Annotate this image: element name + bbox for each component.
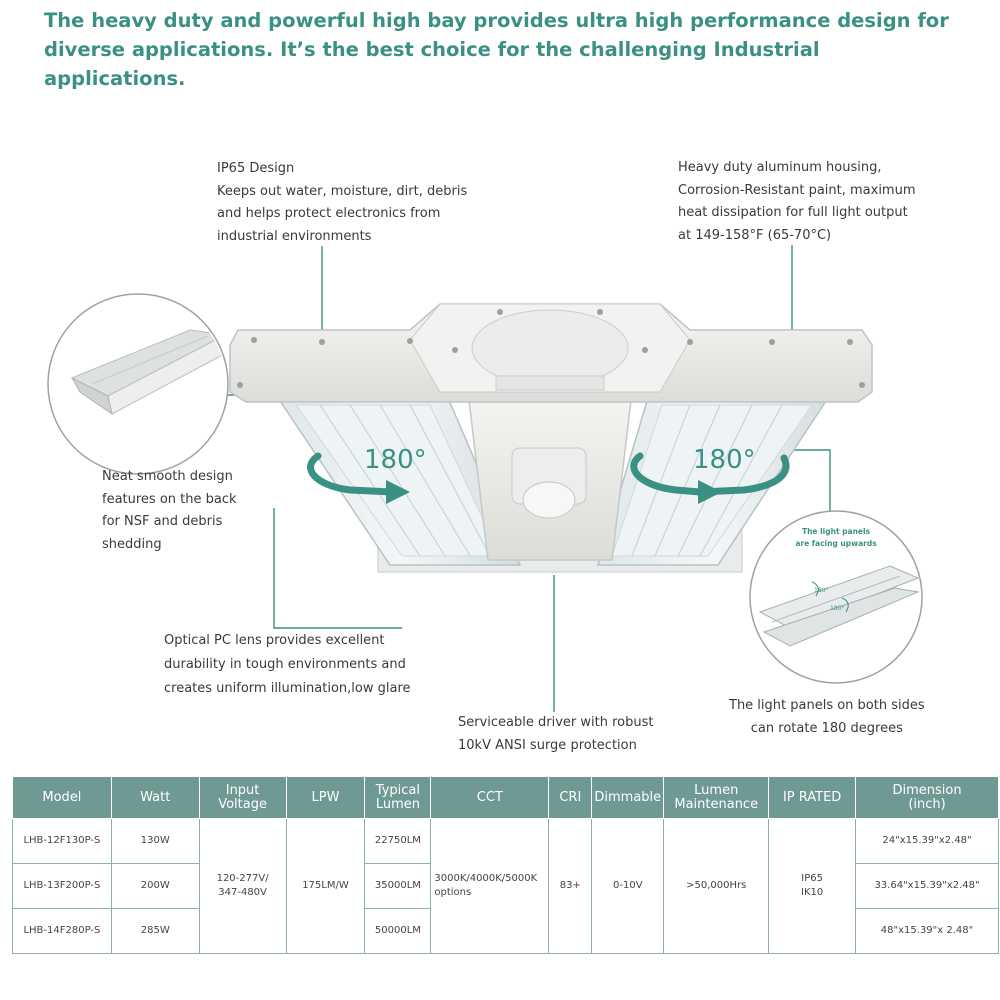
- callout-neat-line: shedding: [102, 536, 162, 552]
- cell-cct: 3000K/4000K/5000K options: [430, 818, 550, 954]
- table-row: LHB-13F200P-S 200W 35000LM 33.64"x15.39"…: [12, 863, 999, 909]
- header-input-line: Voltage: [218, 796, 267, 812]
- headline-line-2: diverse applications. It’s the best choi…: [44, 38, 820, 90]
- header-cri: CRI: [548, 776, 593, 819]
- inset-mark-1: 180°: [814, 587, 828, 594]
- cell-cct-line: options: [434, 887, 472, 898]
- inset-mark-2: 180°: [830, 605, 844, 612]
- header-dimension-line: (inch): [908, 796, 946, 812]
- cell-lpw: 175LM/W: [285, 818, 366, 954]
- callout-optical-lens: Optical PC lens provides excellent durab…: [164, 629, 411, 701]
- callout-ip65-line: industrial environments: [217, 228, 372, 244]
- callout-driver: Serviceable driver with robust 10kV ANSI…: [458, 712, 653, 757]
- header-lumen-line: Typical: [375, 782, 420, 798]
- cell-ip-rated: IP65 IK10: [768, 818, 857, 954]
- header-input-voltage: Input Voltage: [198, 776, 287, 819]
- cell-input-line: 347-480V: [218, 887, 267, 898]
- callout-ip65-line: Keeps out water, moisture, dirt, debris: [217, 183, 468, 199]
- header-maint-line: Maintenance: [674, 796, 759, 812]
- header-model: Model: [12, 776, 112, 819]
- header-ip-rated: IP RATED: [768, 776, 857, 819]
- cell-watt: 200W: [110, 863, 200, 909]
- header-input-line: Input: [225, 782, 260, 798]
- callout-panels-line: The light panels on both sides: [729, 698, 925, 713]
- cell-lumen-maintenance: >50,000Hrs: [663, 818, 770, 954]
- cell-lumen: 22750LM: [364, 818, 432, 864]
- header-dimmable: Dimmable: [591, 776, 665, 819]
- table-row: LHB-12F130P-S 130W 120-277V/ 347-480V 17…: [12, 818, 999, 954]
- header-dimension-line: Dimension: [892, 782, 962, 798]
- spec-table: Model Watt Input Voltage LPW Typical Lum…: [12, 776, 999, 954]
- cell-input-line: 120-277V/: [216, 873, 269, 884]
- inset-caption-line-2: are facing upwards: [795, 539, 877, 548]
- cell-dimmable: 0-10V: [591, 818, 665, 954]
- cell-ip-line: IK10: [801, 887, 824, 898]
- cell-lumen: 50000LM: [364, 908, 432, 954]
- callout-ip65-line: and helps protect electronics from: [217, 206, 441, 221]
- high-bay-light: [229, 303, 873, 573]
- header-typical-lumen: Typical Lumen: [364, 776, 432, 819]
- cell-model: LHB-14F280P-S: [12, 908, 112, 954]
- rotate-label-left: 180°: [364, 445, 427, 475]
- cell-watt: 285W: [110, 908, 200, 954]
- callout-optical-line: creates uniform illumination,low glare: [164, 681, 411, 696]
- inset-back-detail: [47, 293, 229, 475]
- cell-input-voltage: 120-277V/ 347-480V: [198, 818, 287, 954]
- header-lumen-maintenance: Lumen Maintenance: [663, 776, 770, 819]
- callout-optical-line: durability in tough environments and: [164, 657, 406, 672]
- header-watt: Watt: [110, 776, 200, 819]
- cell-dimension: 48"x15.39"x 2.48": [855, 908, 999, 954]
- callout-housing: Heavy duty aluminum housing, Corrosion-R…: [678, 157, 916, 247]
- cell-dimension: 33.64"x15.39"x2.48": [855, 863, 999, 909]
- cell-watt: 130W: [110, 818, 200, 864]
- table-header-row: Model Watt Input Voltage LPW Typical Lum…: [12, 776, 999, 819]
- product-illustration: 180° 180° The light panels are facing up…: [47, 245, 923, 712]
- header-maint-line: Lumen: [694, 782, 739, 798]
- header-dimension: Dimension (inch): [855, 776, 999, 819]
- cell-model: LHB-12F130P-S: [12, 818, 112, 864]
- callout-panels-line: can rotate 180 degrees: [750, 720, 903, 736]
- table-row: LHB-14F280P-S 285W 50000LM 48"x15.39"x 2…: [12, 908, 999, 954]
- callout-neat-line: for NSF and debris: [102, 514, 223, 529]
- callout-driver-line: 10kV ANSI surge protection: [458, 737, 637, 753]
- cell-dimension: 24"x15.39"x2.48": [855, 818, 999, 864]
- callout-neat-design: Neat smooth design features on the back …: [102, 466, 237, 556]
- header-lpw: LPW: [285, 776, 366, 819]
- callout-neat-line: features on the back: [102, 491, 237, 507]
- callout-housing-line: heat dissipation for full light output: [678, 205, 908, 220]
- headline: The heavy duty and powerful high bay pro…: [44, 6, 964, 93]
- header-cct: CCT: [430, 776, 550, 819]
- callout-ip65: IP65 Design Keeps out water, moisture, d…: [217, 158, 467, 248]
- callout-ip65-line: IP65 Design: [217, 161, 295, 176]
- rotation-arrow-left: [307, 452, 410, 504]
- cell-cct-line: 3000K/4000K/5000K: [434, 873, 538, 884]
- cell-ip-line: IP65: [801, 873, 823, 884]
- callout-optical-line: Optical PC lens provides excellent: [164, 633, 385, 648]
- inset-panels-up: The light panels are facing upwards 180°…: [749, 510, 923, 684]
- header-lumen-line: Lumen: [375, 796, 420, 812]
- callout-housing-line: Heavy duty aluminum housing,: [678, 160, 882, 175]
- inset-caption-line-1: The light panels: [802, 527, 871, 536]
- cell-model: LHB-13F200P-S: [12, 863, 112, 909]
- headline-line-1: The heavy duty and powerful high bay pro…: [44, 9, 949, 32]
- cell-lumen: 35000LM: [364, 863, 432, 909]
- callout-driver-line: Serviceable driver with robust: [458, 715, 654, 730]
- rotate-label-right: 180°: [693, 445, 756, 475]
- callout-rotating-panels: The light panels on both sides can rotat…: [729, 695, 925, 740]
- callout-neat-line: Neat smooth design: [102, 469, 233, 484]
- callout-housing-line: at 149-158°F (65-70°C): [678, 227, 832, 243]
- cell-cri: 83+: [548, 818, 593, 954]
- rotation-arrow-right: [630, 452, 790, 504]
- callout-housing-line: Corrosion-Resistant paint, maximum: [678, 182, 916, 198]
